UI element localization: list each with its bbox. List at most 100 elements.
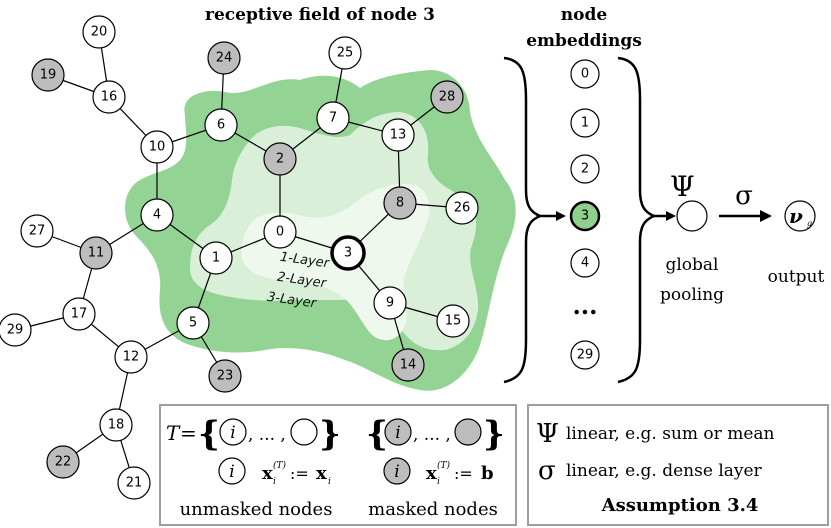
graph-node-circle-14 [391, 348, 425, 382]
embeddings-title-line1: node [561, 5, 608, 25]
graph-node-20: 20 [82, 15, 116, 49]
graph-node-21: 21 [117, 466, 151, 500]
graph-node-23: 23 [208, 359, 242, 393]
graph-node-8: 8 [383, 186, 417, 220]
graph-node-label-18: 18 [108, 418, 125, 433]
embedding-circle-1 [570, 108, 600, 138]
graph-node-label-15: 15 [445, 314, 462, 329]
graph-node-circle-4 [140, 198, 174, 232]
masked-caption: masked nodes [368, 499, 498, 520]
graph-node-circle-28 [430, 80, 464, 114]
graph-node-label-25: 25 [337, 46, 354, 61]
assumption-psi-text: linear, e.g. sum or mean [566, 424, 775, 444]
graph-node-circle-3 [330, 235, 366, 271]
graph-node-10: 10 [140, 130, 174, 164]
graph-node-label-2: 2 [276, 152, 284, 167]
embedding-ellipsis: ... [572, 291, 597, 320]
graph-node-circle-27 [20, 214, 54, 248]
pooled-embedding-node [676, 200, 708, 232]
embedding-circle-2 [570, 154, 600, 184]
graph-node-circle-23 [208, 359, 242, 393]
graph-node-2: 2 [263, 142, 297, 176]
graph-node-label-6: 6 [217, 118, 225, 133]
graph-node-label-4: 4 [153, 208, 161, 223]
graph-node-4: 4 [140, 198, 174, 232]
set-open-brace: { [198, 414, 220, 454]
assumption-legend-box [527, 404, 829, 526]
graph-node-label-9: 9 [386, 296, 394, 311]
legend-masked-ellipsis: , ... , [413, 425, 451, 445]
legend-masked-node-i-label: i [395, 423, 400, 443]
graph-node-circle-26 [445, 191, 479, 225]
graph-node-1: 1 [199, 241, 233, 275]
graph-node-label-23: 23 [217, 369, 234, 384]
unmasked-assign-sub: i [273, 477, 276, 487]
legend-unmasked-node-i [219, 418, 247, 446]
graph-node-circle-24 [207, 41, 241, 75]
graph-node-label-21: 21 [126, 476, 143, 491]
masked-assign-lhs: x [426, 463, 437, 484]
assumption-caption: Assumption 3.4 [601, 495, 759, 516]
graph-node-circle-21 [117, 466, 151, 500]
unmasked-assign-op: := [290, 464, 309, 483]
embedding-item-0: 0 [570, 59, 600, 89]
output-subscript: g [807, 219, 812, 228]
masked-assign-op: := [454, 464, 473, 483]
embedding-label-1: 1 [581, 116, 589, 131]
graph-node-label-13: 13 [390, 128, 407, 143]
graph-node-29: 29 [0, 313, 32, 347]
graph-node-7: 7 [316, 101, 350, 135]
output-symbol: ν [789, 204, 803, 228]
embedding-item-29: 29 [570, 340, 600, 370]
graph-node-5: 5 [176, 306, 210, 340]
graph-node-label-24: 24 [216, 51, 233, 66]
unmasked-assign-sup: (T) [273, 460, 287, 471]
graph-node-label-5: 5 [189, 316, 197, 331]
graph-node-26: 26 [445, 191, 479, 225]
masked-close-brace: } [483, 414, 505, 454]
right-bracket-icon [617, 56, 658, 384]
unmasked-assign-rhs: x [316, 463, 327, 484]
graph-node-3: 3 [330, 235, 366, 271]
set-close-brace: } [319, 414, 341, 454]
graph-node-circle-8 [383, 186, 417, 220]
embedding-circle-4 [570, 248, 600, 278]
masked-assign-sup: (T) [437, 460, 451, 471]
graph-node-label-12: 12 [123, 350, 140, 365]
graph-node-label-19: 19 [40, 68, 57, 83]
legend-masked-node-empty [454, 418, 482, 446]
graph-node-16: 16 [92, 80, 126, 114]
graph-node-circle-20 [82, 15, 116, 49]
graph-node-circle-9 [373, 286, 407, 320]
graph-node-circle-22 [46, 445, 80, 479]
graph-node-label-27: 27 [29, 224, 46, 239]
masked-assign-rhs: b [481, 463, 494, 484]
layer-label-2: 2-Layer [276, 270, 328, 292]
assumption-sigma-symbol: σ [538, 456, 556, 486]
graph-node-label-0: 0 [276, 225, 284, 240]
embedding-label-29: 29 [577, 348, 594, 363]
graph-node-circle-18 [99, 408, 133, 442]
graph-node-12: 12 [114, 340, 148, 374]
arrowhead-to-output-icon [760, 210, 772, 222]
masked-example-node-label: i [394, 462, 399, 482]
graph-node-circle-17 [62, 297, 96, 331]
pooling-label-line2: pooling [660, 285, 724, 305]
unmasked-assign-rhs-sub: i [328, 477, 331, 487]
graph-node-circle-25 [328, 36, 362, 70]
graph-node-28: 28 [430, 80, 464, 114]
receptive-field-title: receptive field of node 3 [205, 5, 435, 25]
embedding-label-4: 4 [581, 256, 589, 271]
graph-node-label-1: 1 [212, 251, 220, 266]
graph-node-circle-6 [204, 108, 238, 142]
graph-node-label-8: 8 [396, 196, 404, 211]
graph-node-15: 15 [436, 304, 470, 338]
graph-node-label-16: 16 [101, 90, 118, 105]
masked-assign-sub: i [437, 477, 440, 487]
graph-node-label-22: 22 [55, 455, 72, 470]
embedding-circle-29 [570, 340, 600, 370]
legend-masked-node-i [384, 418, 412, 446]
graph-node-24: 24 [207, 41, 241, 75]
graph-node-circle-16 [92, 80, 126, 114]
